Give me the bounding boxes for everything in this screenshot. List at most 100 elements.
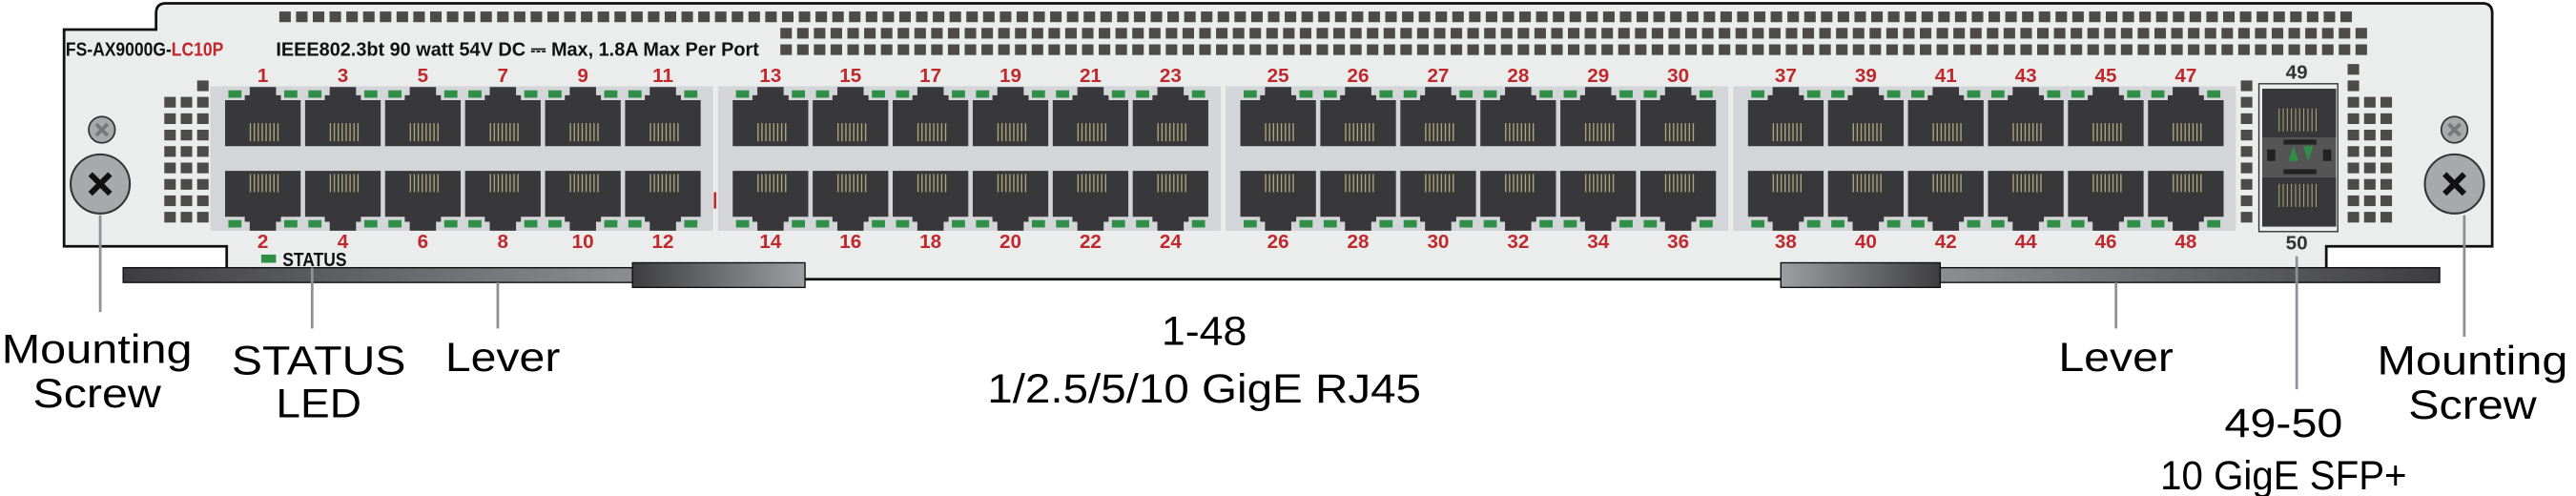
vent-hole [1383,28,1395,39]
rj45-port-36[interactable] [1639,171,1717,231]
status-led [260,254,277,263]
rj45-port-43[interactable] [1988,87,2064,147]
vent-hole [2188,44,2200,55]
lever-right[interactable] [1780,261,2441,289]
rj45-port-12[interactable] [625,171,701,231]
rj45-port-5[interactable] [384,87,462,147]
lever-handle[interactable] [1780,261,1942,289]
rj45-port-47[interactable] [2148,87,2224,147]
port-label: 45 [2095,65,2117,87]
vent-hole [1216,28,1228,39]
link-led [872,90,885,98]
vent-hole [1234,11,1247,23]
link-led [2071,219,2085,228]
vent-hole [1886,44,1898,55]
rj45-port-10[interactable] [545,171,621,231]
rj45-port-34[interactable] [1560,171,1637,231]
port-label: 43 [2015,65,2037,87]
port-label: 25 [1267,65,1289,87]
rj45-port-30[interactable] [1639,87,1717,147]
rj45-port-1[interactable] [224,87,301,147]
rj45-port-42[interactable] [1907,171,1984,231]
vent-hole [2240,113,2253,124]
vent-hole [380,11,392,23]
lever-left[interactable] [122,261,806,289]
rj45-port-7[interactable] [464,87,541,147]
rj45-port-41[interactable] [1907,87,1984,147]
rj45-port-17[interactable] [893,87,969,147]
link-led [872,219,885,228]
rj45-port-29[interactable] [1560,87,1637,147]
rj45-port-11[interactable] [625,87,701,147]
rj45-port-9[interactable] [545,87,621,147]
rj45-port-19[interactable] [972,87,1049,147]
link-led [1990,90,2005,98]
vent-hole [648,11,660,23]
mounting-screw-right[interactable] [2423,115,2485,215]
link-led [976,90,990,98]
vent-hole [1551,44,1563,55]
port-label: 8 [498,231,509,253]
rj45-port-40[interactable] [1827,171,1904,231]
rj45-port-45[interactable] [2068,87,2144,147]
rj45-port-27[interactable] [1400,87,1476,147]
rj45-port-44[interactable] [1988,171,2064,231]
rj45-port-20[interactable] [972,171,1049,231]
vent-hole [1249,28,1262,39]
rj45-port-16[interactable] [813,171,889,231]
rj45-port-14[interactable] [732,171,809,231]
rj45-port-37[interactable] [1747,87,1824,147]
poe-spec-label: IEEE802.3bt 90 watt 54V DC ⎓ Max, 1.8A M… [276,39,759,61]
vent-hole [1754,11,1766,23]
rj45-port-28[interactable] [1480,87,1556,147]
rj45-port-22[interactable] [1052,171,1129,231]
rj45-port-28[interactable] [1320,171,1396,231]
vent-hole [2137,28,2150,39]
rj45-port-46[interactable] [2068,171,2144,231]
rj45-port-26[interactable] [1240,171,1316,231]
rj45-port-39[interactable] [1827,87,1904,147]
link-led [1323,219,1337,228]
vent-hole [1452,11,1464,23]
port-label: 28 [1507,65,1529,87]
rj45-port-30[interactable] [1400,171,1476,231]
rj45-port-38[interactable] [1747,171,1824,231]
vent-hole [732,11,744,23]
vent-hole [1351,11,1364,23]
vent-hole [1082,44,1094,55]
rj45-port-21[interactable] [1052,87,1129,147]
ventilation-holes [164,11,2393,223]
rj45-port-25[interactable] [1240,87,1316,147]
vent-hole [2363,130,2376,141]
lever-handle[interactable] [631,261,806,289]
vent-hole [480,11,492,23]
rj45-port-8[interactable] [464,171,541,231]
rj45-port-15[interactable] [813,87,889,147]
vent-hole [2271,44,2284,55]
rj45-port-18[interactable] [893,171,969,231]
vent-hole [2355,28,2367,39]
rj45-port-2[interactable] [224,171,301,231]
callout-rj45-speed: 1/2.5/5/10 GigE RJ45 [987,366,1421,412]
rj45-port-3[interactable] [304,87,381,147]
vent-hole [329,11,341,23]
rj45-port-24[interactable] [1132,171,1208,231]
port-label: 6 [418,231,429,253]
vent-hole [1785,44,1798,55]
rj45-port-48[interactable] [2148,171,2224,231]
vent-hole [196,80,209,92]
rj45-port-4[interactable] [304,171,381,231]
link-led [1643,219,1658,228]
vent-hole [1619,11,1632,23]
rj45-port-6[interactable] [384,171,462,231]
vent-hole [196,195,209,207]
vent-hole [2380,130,2393,141]
rj45-port-26[interactable] [1320,87,1396,147]
link-led [1191,219,1206,228]
vent-hole [1115,28,1127,39]
vent-hole [1333,44,1346,55]
rj45-port-23[interactable] [1132,87,1208,147]
mounting-screw-left[interactable] [70,115,132,215]
rj45-port-13[interactable] [732,87,809,147]
rj45-port-32[interactable] [1480,171,1556,231]
